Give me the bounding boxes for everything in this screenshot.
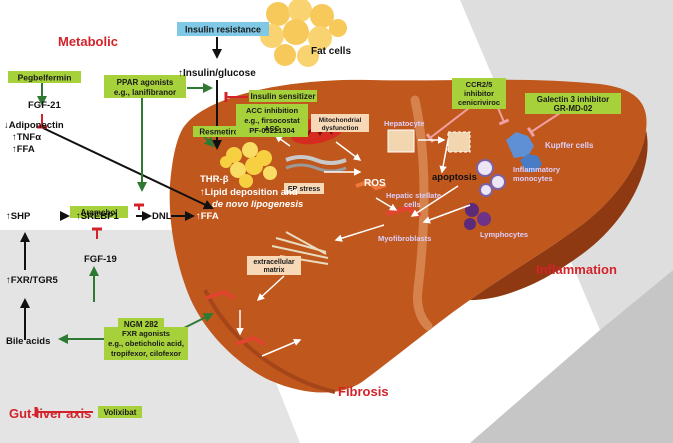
drug-resmetirom: Resmetirom xyxy=(193,126,252,137)
bile-acids-label: Bile acids xyxy=(6,336,50,347)
svg-text:Resmetirom: Resmetirom xyxy=(199,128,245,137)
svg-text:cenicriviroc: cenicriviroc xyxy=(458,98,500,107)
svg-text:tropifexor, cilofexor: tropifexor, cilofexor xyxy=(111,349,181,358)
svg-text:Insulin sensitizer: Insulin sensitizer xyxy=(251,92,316,101)
fgf19-label: FGF-19 xyxy=(84,254,117,265)
svg-text:FXR agonists: FXR agonists xyxy=(122,329,170,338)
svg-text:PF-05221304: PF-05221304 xyxy=(249,126,295,135)
svg-text:Pegbelfermin: Pegbelfermin xyxy=(18,73,72,83)
shp-label: ↑SHP xyxy=(6,211,31,222)
de-novo-lipogenesis-label: de novo lipogenesis xyxy=(212,199,303,210)
svg-text:PPAR agonists: PPAR agonists xyxy=(117,78,174,87)
insulin-resistance-box: Insulin resistance xyxy=(177,22,269,36)
drug-acc-inhibition: ACC inhibition e.g., firsocostat PF-0522… xyxy=(236,104,308,137)
ffa-liver-label: ↑FFA xyxy=(196,211,219,222)
fxr-tgr5-label: ↑FXR/TGR5 xyxy=(6,275,58,286)
svg-text:Galectin 3 inhibitor: Galectin 3 inhibitor xyxy=(537,95,609,104)
tnf-label: ↑TNFα xyxy=(12,132,41,143)
region-gut-liver-axis: Gut-liver axis xyxy=(9,406,91,421)
hepatocyte-label: Hepatocyte xyxy=(384,119,424,128)
region-fibrosis: Fibrosis xyxy=(338,384,389,399)
lipid-deposition-label: ↑Lipid deposition and xyxy=(200,187,298,198)
drug-fxr-agonists: FXR agonists e.g., obeticholic acid, tro… xyxy=(104,327,188,360)
svg-text:Volixibat: Volixibat xyxy=(104,408,137,417)
srebp1-label: ↑SREBP1 xyxy=(76,211,119,222)
svg-text:CCR2/5: CCR2/5 xyxy=(466,80,493,89)
acc-label: ACC xyxy=(264,126,279,133)
lymphocytes-label: Lymphocytes xyxy=(480,230,528,239)
ffa-left-label: ↑FFA xyxy=(12,144,35,155)
drug-insulin-sensitizer: Insulin sensitizer xyxy=(249,90,317,102)
er-illustration xyxy=(285,155,347,173)
svg-text:inhibitor: inhibitor xyxy=(464,89,494,98)
lymphocytes xyxy=(464,203,491,230)
er-stress-box: ER stress xyxy=(284,183,324,194)
hepatocyte-cells xyxy=(387,129,471,153)
stellate-cells-label: cells xyxy=(404,200,421,209)
region-metabolic: Metabolic xyxy=(58,34,118,49)
svg-text:Mitochondrial: Mitochondrial xyxy=(319,117,362,124)
activation-arrows xyxy=(37,81,215,344)
lipid-droplets xyxy=(220,142,277,188)
svg-text:Aramchol: Aramchol xyxy=(81,208,118,217)
svg-text:NGM 282: NGM 282 xyxy=(124,320,159,329)
ros-label: ROS xyxy=(364,178,386,189)
svg-text:Insulin resistance: Insulin resistance xyxy=(185,25,261,35)
kupffer-cells-label: Kupffer cells xyxy=(545,141,594,150)
inhibition-lines xyxy=(34,92,561,417)
svg-text:matrix: matrix xyxy=(263,267,284,274)
svg-text:GR-MD-02: GR-MD-02 xyxy=(554,104,593,113)
svg-text:ER stress: ER stress xyxy=(288,186,320,193)
dnl-label: DNL xyxy=(152,211,172,222)
monocytes-label: monocytes xyxy=(513,174,553,183)
ecm-fibers xyxy=(271,231,329,265)
region-inflammation: Inflammation xyxy=(536,262,617,277)
pathway-arrows xyxy=(20,37,222,340)
monocytes xyxy=(476,159,506,197)
drug-galectin3-inhibitor: Galectin 3 inhibitor GR-MD-02 xyxy=(525,93,621,114)
drug-pegbelfermin: Pegbelfermin xyxy=(8,71,81,83)
kupffer-cells xyxy=(506,132,542,172)
svg-text:extracellular: extracellular xyxy=(253,259,295,266)
drug-ccr25-inhibitor: CCR2/5 inhibitor cenicriviroc xyxy=(452,78,506,109)
drug-ppar-agonists: PPAR agonists e.g., lanifibranor xyxy=(104,75,186,98)
liver-internal-arrows xyxy=(236,119,471,357)
svg-text:e.g., lanifibranor: e.g., lanifibranor xyxy=(114,88,176,97)
svg-text:e.g., firsocostat: e.g., firsocostat xyxy=(244,116,300,125)
adiponectin-label: ↓Adiponectin xyxy=(4,120,64,131)
hepatic-stellate-label: Hepatic stellate xyxy=(386,191,441,200)
drug-volixibat: Volixibat xyxy=(98,406,142,418)
thr-beta-label: THR-β xyxy=(200,174,229,185)
fat-cells-illustration xyxy=(260,0,347,67)
myofibroblasts-label: Myofibroblasts xyxy=(378,234,431,243)
svg-text:ACC inhibition: ACC inhibition xyxy=(246,106,298,115)
extracellular-matrix-box: extracellular matrix xyxy=(247,256,301,275)
drug-aramchol: Aramchol xyxy=(70,206,128,218)
inflammatory-label: Inflammatory xyxy=(513,165,561,174)
mitochondrial-dysfunction-box: Mitochondrial dysfunction xyxy=(311,114,369,132)
apoptosis-label: apoptosis xyxy=(432,172,477,183)
svg-text:e.g., obeticholic acid,: e.g., obeticholic acid, xyxy=(108,339,184,348)
fgf21-label: FGF-21 xyxy=(28,100,61,111)
svg-text:dysfunction: dysfunction xyxy=(322,125,359,132)
fat-cells-label: Fat cells xyxy=(311,46,351,57)
insulin-glucose-label: ↑Insulin/glucose xyxy=(178,68,256,79)
